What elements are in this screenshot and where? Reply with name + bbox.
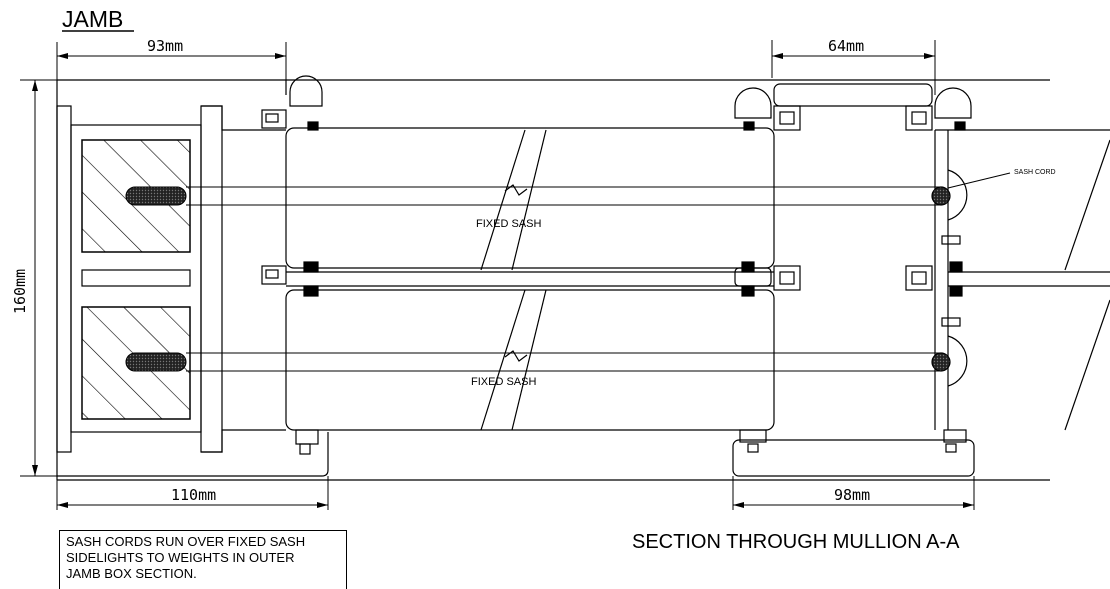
jamb-box [56, 79, 1050, 481]
dim-98-text: 98mm [834, 486, 870, 504]
drawing-title: JAMB [62, 6, 123, 32]
dim-64-text: 64mm [828, 37, 864, 55]
sash-cord-leader [947, 172, 1011, 189]
dimension-160mm: 160mm [11, 79, 57, 477]
mullion-frame [732, 83, 975, 477]
note-line: SIDELIGHTS TO WEIGHTS IN OUTER [66, 550, 295, 565]
dim-110-text: 110mm [171, 486, 216, 504]
fixed-sash-label-upper: FIXED SASH [476, 218, 541, 230]
dimension-64mm: 64mm [771, 37, 936, 95]
sash-cord-label: SASH CORD [1014, 169, 1056, 176]
dimension-110mm: 110mm [56, 476, 329, 510]
parting-slip [81, 269, 191, 287]
fixed-sash-frame-left [261, 75, 775, 455]
note-line: SASH CORDS RUN OVER FIXED SASH [66, 534, 306, 549]
note-line: JAMB BOX SECTION. [66, 566, 197, 581]
opening-sash [905, 87, 1110, 453]
dimension-98mm: 98mm [732, 476, 975, 510]
section-title: SECTION THROUGH MULLION A-A [632, 531, 960, 553]
fixed-sash-label-lower: FIXED SASH [471, 376, 536, 388]
dimension-93mm: 93mm [56, 37, 287, 95]
dim-93-text: 93mm [147, 37, 183, 55]
dim-160-text: 160mm [11, 269, 29, 314]
note-box: SASH CORDS RUN OVER FIXED SASH SIDELIGHT… [59, 530, 347, 589]
sash-cord-upper [125, 186, 940, 206]
break-lines [480, 129, 1110, 431]
sash-cord-lower [125, 352, 940, 372]
